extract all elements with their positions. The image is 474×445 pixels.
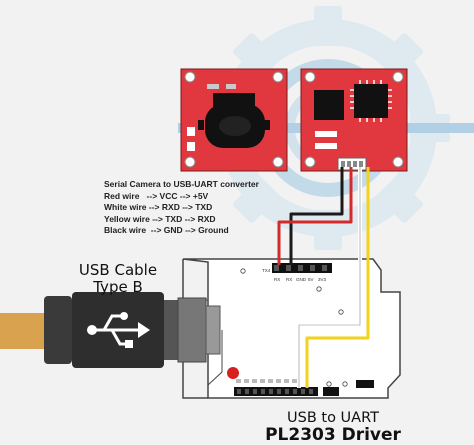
- header-pin-label: GND: [296, 277, 307, 282]
- bottom-pin-header: [234, 379, 374, 396]
- black-wire: [289, 167, 344, 265]
- driver-label: USB to UART PL2303 Driver: [258, 410, 408, 445]
- wiring-heading: Serial Camera to USB-UART converter: [104, 179, 259, 189]
- camera-pin: RXD: [161, 202, 180, 213]
- wire-name: Red wire: [104, 190, 140, 201]
- serial-converter-board: [300, 68, 408, 172]
- camera-pin: VCC: [159, 190, 178, 201]
- wiring-row-white: White wire --> RXD --> TXD: [104, 202, 259, 214]
- camera-lens-icon: [198, 93, 270, 148]
- uart-pin: +5V: [192, 190, 209, 201]
- arrow: -->: [184, 213, 196, 224]
- wiring-legend: Serial Camera to USB-UART converter Red …: [104, 179, 259, 237]
- usb-cable-label-line1: USB Cable: [78, 261, 158, 279]
- wire-name: Yellow wire: [104, 213, 150, 224]
- uart-pin: RXD: [197, 213, 216, 224]
- arrow: -->: [152, 213, 163, 224]
- camera-pin: GND: [163, 225, 183, 236]
- uart-pin: TXD: [195, 202, 213, 213]
- top-pin-header: [272, 263, 332, 273]
- usb-type-b-plug: [0, 292, 221, 368]
- header-pin-label: RX: [286, 277, 292, 282]
- header-pin-label: 5V: [308, 277, 314, 282]
- wire-bundle: [277, 167, 370, 388]
- red-wire: [277, 167, 353, 265]
- tx-header-label: TX4: [262, 268, 271, 273]
- uart-pin: Ground: [198, 225, 229, 236]
- wiring-row-yellow: Yellow wire --> TXD --> RXD: [104, 214, 259, 226]
- arrow: -->: [182, 202, 193, 213]
- arrow: -->: [179, 190, 191, 201]
- wire-name: Black wire: [104, 225, 147, 236]
- usb-cable-label-line2: Type B: [93, 278, 143, 296]
- yellow-wire: [305, 167, 370, 388]
- usb-cable-label: USB Cable Type B: [60, 262, 176, 296]
- rx-header-label: RX: [274, 277, 280, 282]
- camera-module-board: [180, 68, 288, 172]
- driver-label-line2: PL2303 Driver: [265, 425, 401, 445]
- power-led: [227, 367, 239, 379]
- processor-chip-icon: [350, 80, 392, 122]
- white-wire-outline: [298, 167, 361, 388]
- camera-pin: TXD: [165, 213, 183, 224]
- arrow: -->: [185, 225, 196, 236]
- driver-label-line1: USB to UART: [287, 410, 379, 426]
- wiring-row-black: Black wire --> GND --> Ground: [104, 225, 259, 237]
- arrow: -->: [146, 190, 158, 201]
- header-pin-label: 3V3: [318, 277, 327, 282]
- wiring-row-red: Red wire --> VCC --> +5V: [104, 191, 259, 203]
- arrow: -->: [150, 225, 162, 236]
- usb-symbol-icon: [87, 312, 150, 348]
- wire-name: White wire: [104, 202, 147, 213]
- arrow: -->: [148, 202, 160, 213]
